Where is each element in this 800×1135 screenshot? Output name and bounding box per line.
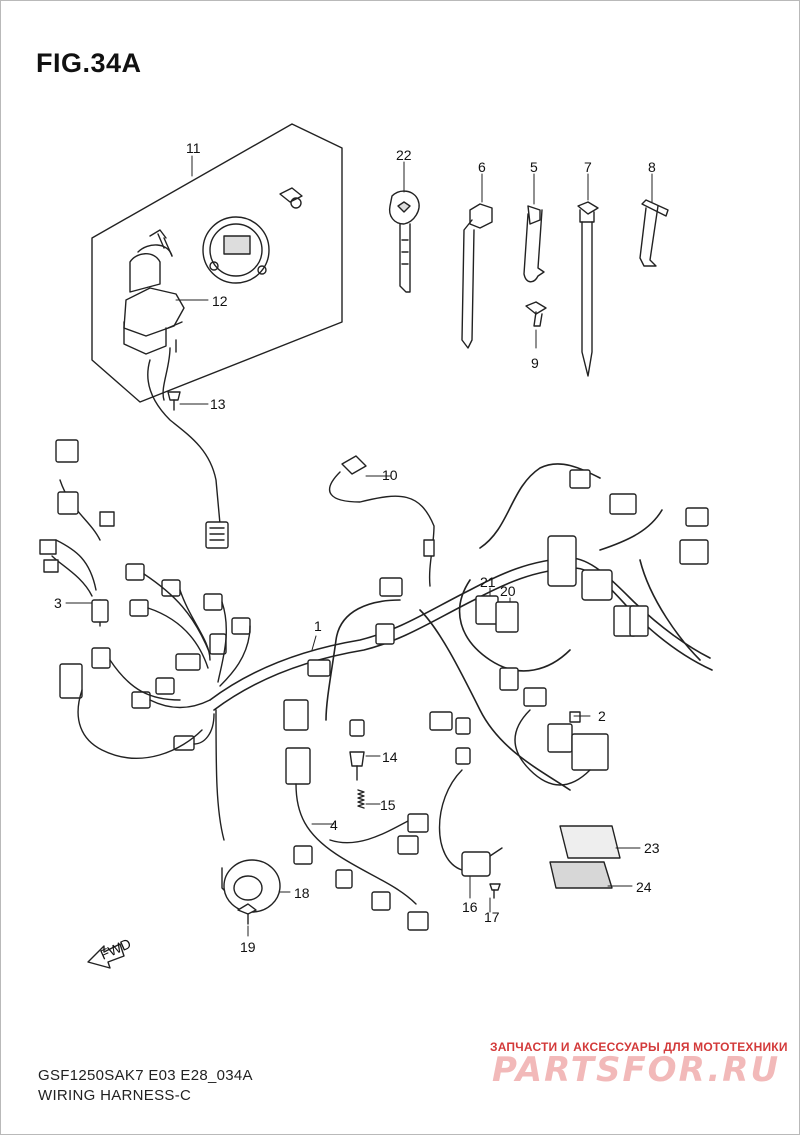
figure-title: FIG.34A [36, 48, 142, 78]
callout-15: 15 [380, 797, 396, 813]
screw-13 [167, 391, 181, 411]
ignition-connector [205, 521, 229, 549]
callout-9: 9 [531, 355, 539, 371]
horn-18 [221, 859, 281, 925]
cable-tie-7 [577, 201, 599, 377]
connector-cluster-right [283, 469, 709, 765]
callout-17: 17 [484, 909, 500, 925]
sub-harness-4 [285, 747, 429, 931]
callout-18: 18 [294, 885, 310, 901]
switch-16 [438, 769, 503, 899]
watermark-logo: PARTSFOR.RU [492, 1050, 781, 1090]
callout-21: 21 [480, 574, 496, 590]
callout-6: 6 [478, 159, 486, 175]
spring-15 [357, 789, 365, 809]
callout-5: 5 [530, 159, 538, 175]
callout-24: 24 [636, 879, 652, 895]
callout-23: 23 [644, 840, 660, 856]
bolt-9 [525, 301, 547, 327]
model-code: GSF1250SAK7 E03 E28_034A [38, 1067, 253, 1084]
ignition-switch-panel [91, 123, 343, 403]
sensor-lead-10 [328, 455, 435, 587]
callout-14: 14 [382, 749, 398, 765]
key-22 [388, 190, 420, 293]
callout-3: 3 [54, 595, 62, 611]
callout-7: 7 [584, 159, 592, 175]
sensor-14 [349, 719, 365, 781]
sub-harness-3 [39, 439, 115, 627]
relay-2 [514, 709, 609, 786]
callout-4: 4 [330, 817, 338, 833]
clamp-8 [639, 199, 669, 267]
ignition-lead-wire [147, 359, 221, 525]
fwd-arrow: FWD [87, 935, 133, 969]
label-23 [559, 825, 621, 859]
callout-20: 20 [500, 583, 516, 599]
clamp-6 [461, 203, 493, 349]
label-24 [549, 861, 613, 889]
callout-2: 2 [598, 708, 606, 724]
callout-numbers: 11 12 13 22 6 5 7 8 9 10 3 1 21 20 2 14 … [54, 140, 660, 955]
callout-12: 12 [212, 293, 228, 309]
section-name: WIRING HARNESS-C [38, 1087, 192, 1104]
callout-10: 10 [382, 467, 398, 483]
leader-lines [65, 155, 653, 937]
callout-1: 1 [314, 618, 322, 634]
callout-13: 13 [210, 396, 226, 412]
clamp-5 [523, 205, 545, 283]
callout-16: 16 [462, 899, 478, 915]
callout-19: 19 [240, 939, 256, 955]
callout-11: 11 [186, 140, 201, 156]
watermark-tagline: ЗАПЧАСТИ И АКСЕССУАРЫ ДЛЯ МОТОТЕХНИКИ [490, 1040, 788, 1054]
callout-22: 22 [396, 147, 412, 163]
connector-cluster-left [59, 563, 251, 841]
callout-8: 8 [648, 159, 656, 175]
